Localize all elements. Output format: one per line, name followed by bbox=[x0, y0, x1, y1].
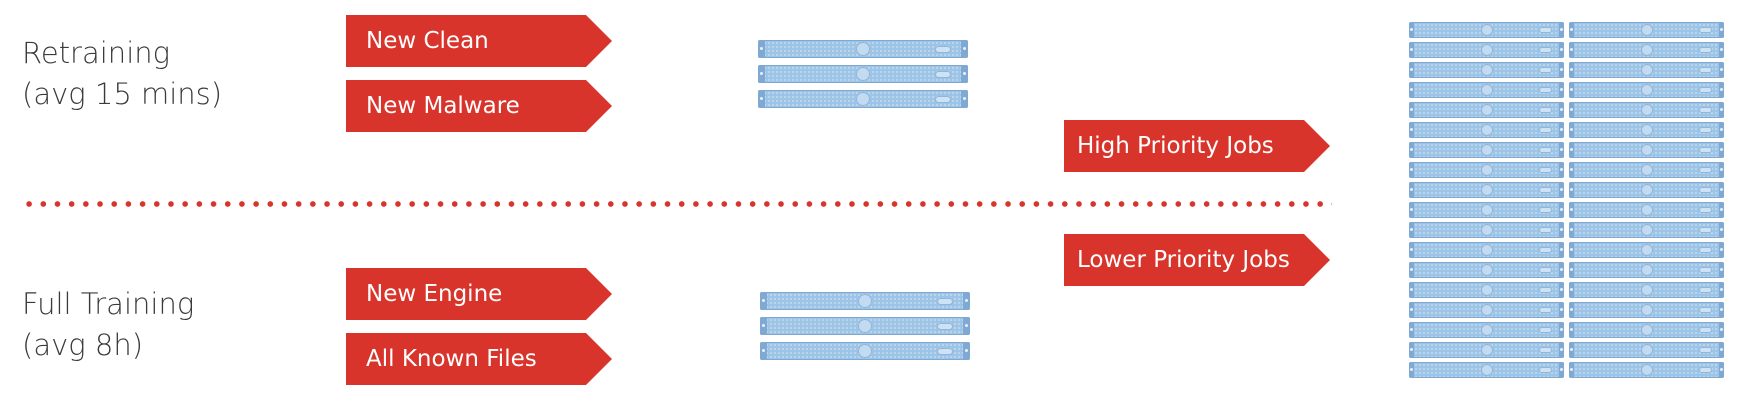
server-rack-icon bbox=[1409, 182, 1564, 198]
server-rack-icon bbox=[1569, 162, 1724, 178]
server-rack-icon bbox=[1569, 182, 1724, 198]
server-rack-icon bbox=[1569, 322, 1724, 338]
server-rack-icon bbox=[1569, 202, 1724, 218]
server-rack-icon bbox=[1409, 342, 1564, 358]
server-rack-icon bbox=[1569, 62, 1724, 78]
server-cluster-left bbox=[1409, 22, 1564, 382]
full-training-title: Full Training bbox=[22, 287, 195, 321]
server-rack-icon bbox=[758, 65, 968, 83]
server-rack-icon bbox=[1569, 302, 1724, 318]
server-rack-icon bbox=[760, 292, 970, 310]
server-rack-icon bbox=[1409, 42, 1564, 58]
tag-new-engine: New Engine bbox=[346, 268, 612, 320]
server-rack-icon bbox=[760, 342, 970, 360]
retraining-title: Retraining bbox=[22, 36, 171, 70]
server-rack-icon bbox=[1409, 102, 1564, 118]
retraining-subtitle: (avg 15 mins) bbox=[22, 77, 223, 111]
server-rack-icon bbox=[1569, 82, 1724, 98]
server-rack-icon bbox=[1409, 162, 1564, 178]
full-training-label: Full Training (avg 8h) bbox=[22, 284, 194, 366]
server-rack-icon bbox=[760, 317, 970, 335]
tag-new-malware: New Malware bbox=[346, 80, 612, 132]
server-rack-icon bbox=[1569, 142, 1724, 158]
tag-new-clean: New Clean bbox=[346, 15, 612, 67]
retraining-server-stack bbox=[758, 40, 968, 112]
server-rack-icon bbox=[1569, 262, 1724, 278]
full-training-server-stack bbox=[760, 292, 970, 364]
server-rack-icon bbox=[1409, 142, 1564, 158]
server-rack-icon bbox=[1569, 22, 1724, 38]
server-rack-icon bbox=[1409, 122, 1564, 138]
server-rack-icon bbox=[1569, 42, 1724, 58]
tag-lower-priority-jobs: Lower Priority Jobs bbox=[1064, 234, 1330, 286]
tag-high-priority-jobs: High Priority Jobs bbox=[1064, 120, 1330, 172]
server-rack-icon bbox=[1409, 362, 1564, 378]
server-rack-icon bbox=[1569, 122, 1724, 138]
server-rack-icon bbox=[1569, 342, 1724, 358]
server-rack-icon bbox=[1569, 362, 1724, 378]
server-rack-icon bbox=[1409, 302, 1564, 318]
server-rack-icon bbox=[758, 40, 968, 58]
server-rack-icon bbox=[1569, 102, 1724, 118]
server-rack-icon bbox=[1409, 282, 1564, 298]
server-rack-icon bbox=[1409, 62, 1564, 78]
server-rack-icon bbox=[1569, 242, 1724, 258]
server-rack-icon bbox=[1409, 322, 1564, 338]
retraining-label: Retraining (avg 15 mins) bbox=[22, 33, 222, 115]
server-rack-icon bbox=[1569, 222, 1724, 238]
full-training-subtitle: (avg 8h) bbox=[22, 328, 144, 362]
tag-all-known-files: All Known Files bbox=[346, 333, 612, 385]
server-rack-icon bbox=[1409, 262, 1564, 278]
server-rack-icon bbox=[1409, 222, 1564, 238]
server-cluster-right bbox=[1569, 22, 1724, 382]
server-rack-icon bbox=[1409, 22, 1564, 38]
server-rack-icon bbox=[1409, 242, 1564, 258]
server-rack-icon bbox=[1409, 202, 1564, 218]
server-rack-icon bbox=[758, 90, 968, 108]
server-rack-icon bbox=[1409, 82, 1564, 98]
dotted-divider bbox=[22, 200, 1332, 208]
server-rack-icon bbox=[1569, 282, 1724, 298]
